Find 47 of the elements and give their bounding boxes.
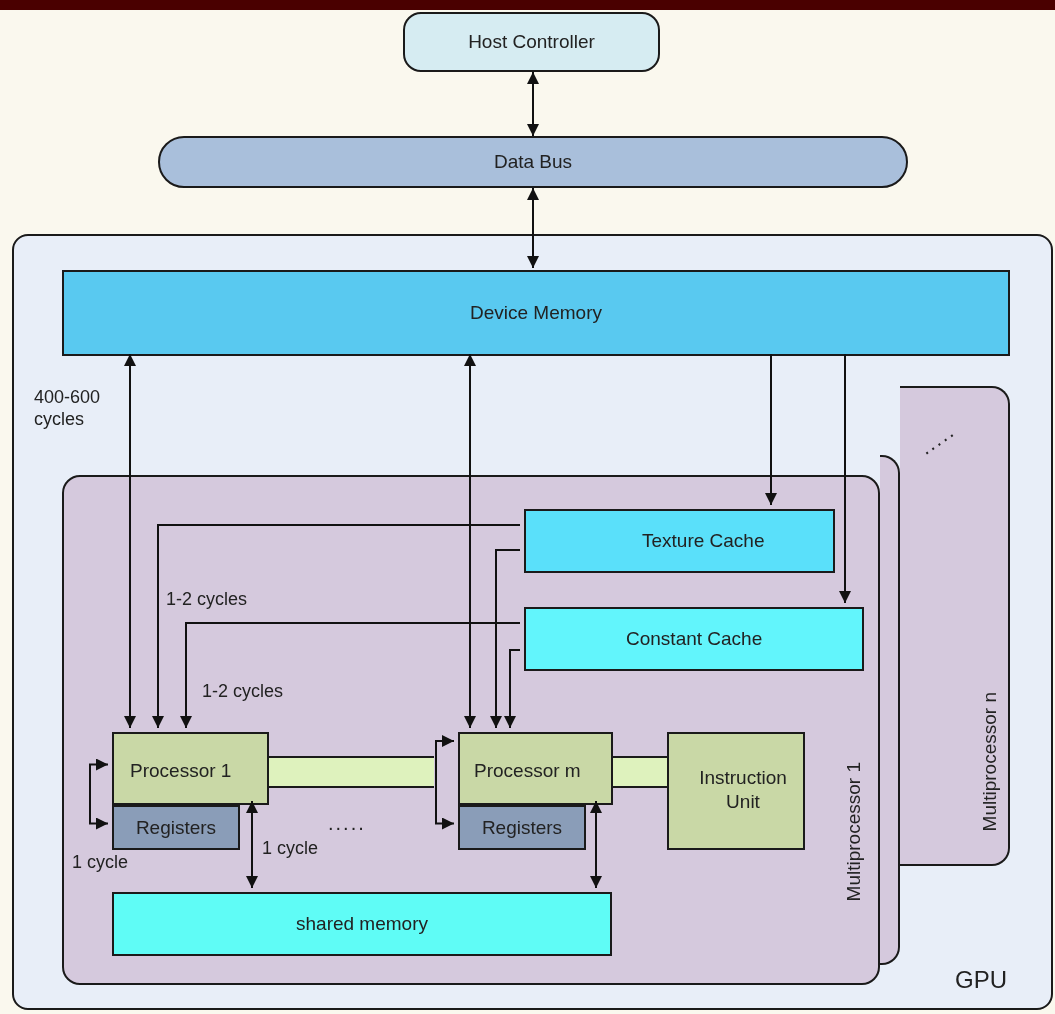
multiprocessor-card xyxy=(900,386,1010,866)
memory-block xyxy=(62,270,1010,356)
processor-box xyxy=(112,732,269,805)
instruction-unit-box xyxy=(667,732,805,850)
box-label: Registers xyxy=(481,815,563,840)
arrow xyxy=(152,524,521,729)
box-label: Registers xyxy=(135,815,217,840)
box-label: Host Controller xyxy=(468,30,595,54)
arrow xyxy=(490,549,521,729)
multiprocessor-card xyxy=(880,455,900,965)
box-label: Data Bus xyxy=(493,150,573,174)
interconnect-bar xyxy=(269,756,434,788)
arrow xyxy=(527,71,539,137)
arrow xyxy=(180,622,521,729)
bus-bar xyxy=(158,136,908,188)
arrow xyxy=(527,187,539,269)
register-block xyxy=(458,805,586,850)
box-label: Multiprocessor n xyxy=(978,692,1001,832)
arrow xyxy=(89,758,109,830)
box-label: shared memory xyxy=(296,912,428,936)
box-label: Instruction Unit xyxy=(698,766,788,814)
arrow xyxy=(504,649,521,729)
interconnect-bar xyxy=(613,756,667,788)
box-label: Texture Cache xyxy=(642,529,765,553)
box-label: Device Memory xyxy=(470,301,602,325)
ellipsis-text: ..... xyxy=(328,812,366,834)
arrow xyxy=(839,353,851,604)
cache-block xyxy=(524,509,835,573)
box-label: GPU xyxy=(955,968,1007,992)
box-label: Multiprocessor 1 xyxy=(842,762,865,902)
box-label: Constant Cache xyxy=(626,627,763,651)
arrow xyxy=(464,353,476,729)
box-label: Processor 1 xyxy=(130,759,232,783)
ellipsis-text: ..... xyxy=(915,419,959,459)
cache-block xyxy=(524,607,864,671)
arrow xyxy=(765,353,777,506)
arrow xyxy=(124,353,136,729)
arrow xyxy=(246,800,258,889)
multiprocessor-card xyxy=(62,475,880,985)
controller-box xyxy=(403,12,660,72)
arrow xyxy=(590,800,602,889)
gpu-panel xyxy=(12,234,1053,1010)
arrow xyxy=(435,735,455,830)
box-label: Processor m xyxy=(474,759,581,783)
register-block xyxy=(112,805,240,850)
processor-box xyxy=(458,732,613,805)
shared-memory-block xyxy=(112,892,612,956)
